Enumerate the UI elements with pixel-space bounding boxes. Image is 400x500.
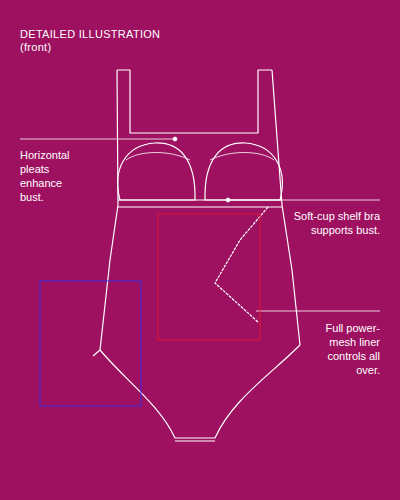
left-side — [100, 70, 118, 350]
diagram-title: DETAILED ILLUSTRATION (front) — [20, 28, 170, 54]
leader-dot — [173, 137, 177, 141]
crotch-seam — [175, 440, 215, 441]
leg-openings — [100, 345, 300, 438]
leader-line — [20, 139, 173, 140]
neckline — [117, 70, 272, 133]
callout-text: Soft-cup shelf bra supports bust. — [284, 209, 380, 237]
leader-line — [230, 200, 380, 201]
leader-line — [256, 311, 380, 312]
right-cup — [205, 143, 282, 200]
swimsuit-outline — [93, 70, 300, 441]
liner-edge-left — [93, 350, 100, 356]
underbust-band — [118, 200, 282, 207]
callout-text: Horizontal pleats enhance bust. — [20, 148, 84, 204]
pleats — [126, 153, 274, 161]
callout-text: Full power-mesh liner controls all over. — [306, 321, 380, 377]
leader-dot — [226, 198, 230, 202]
highlight-box — [40, 281, 141, 406]
left-cup — [118, 143, 195, 200]
highlight-box — [158, 214, 260, 340]
